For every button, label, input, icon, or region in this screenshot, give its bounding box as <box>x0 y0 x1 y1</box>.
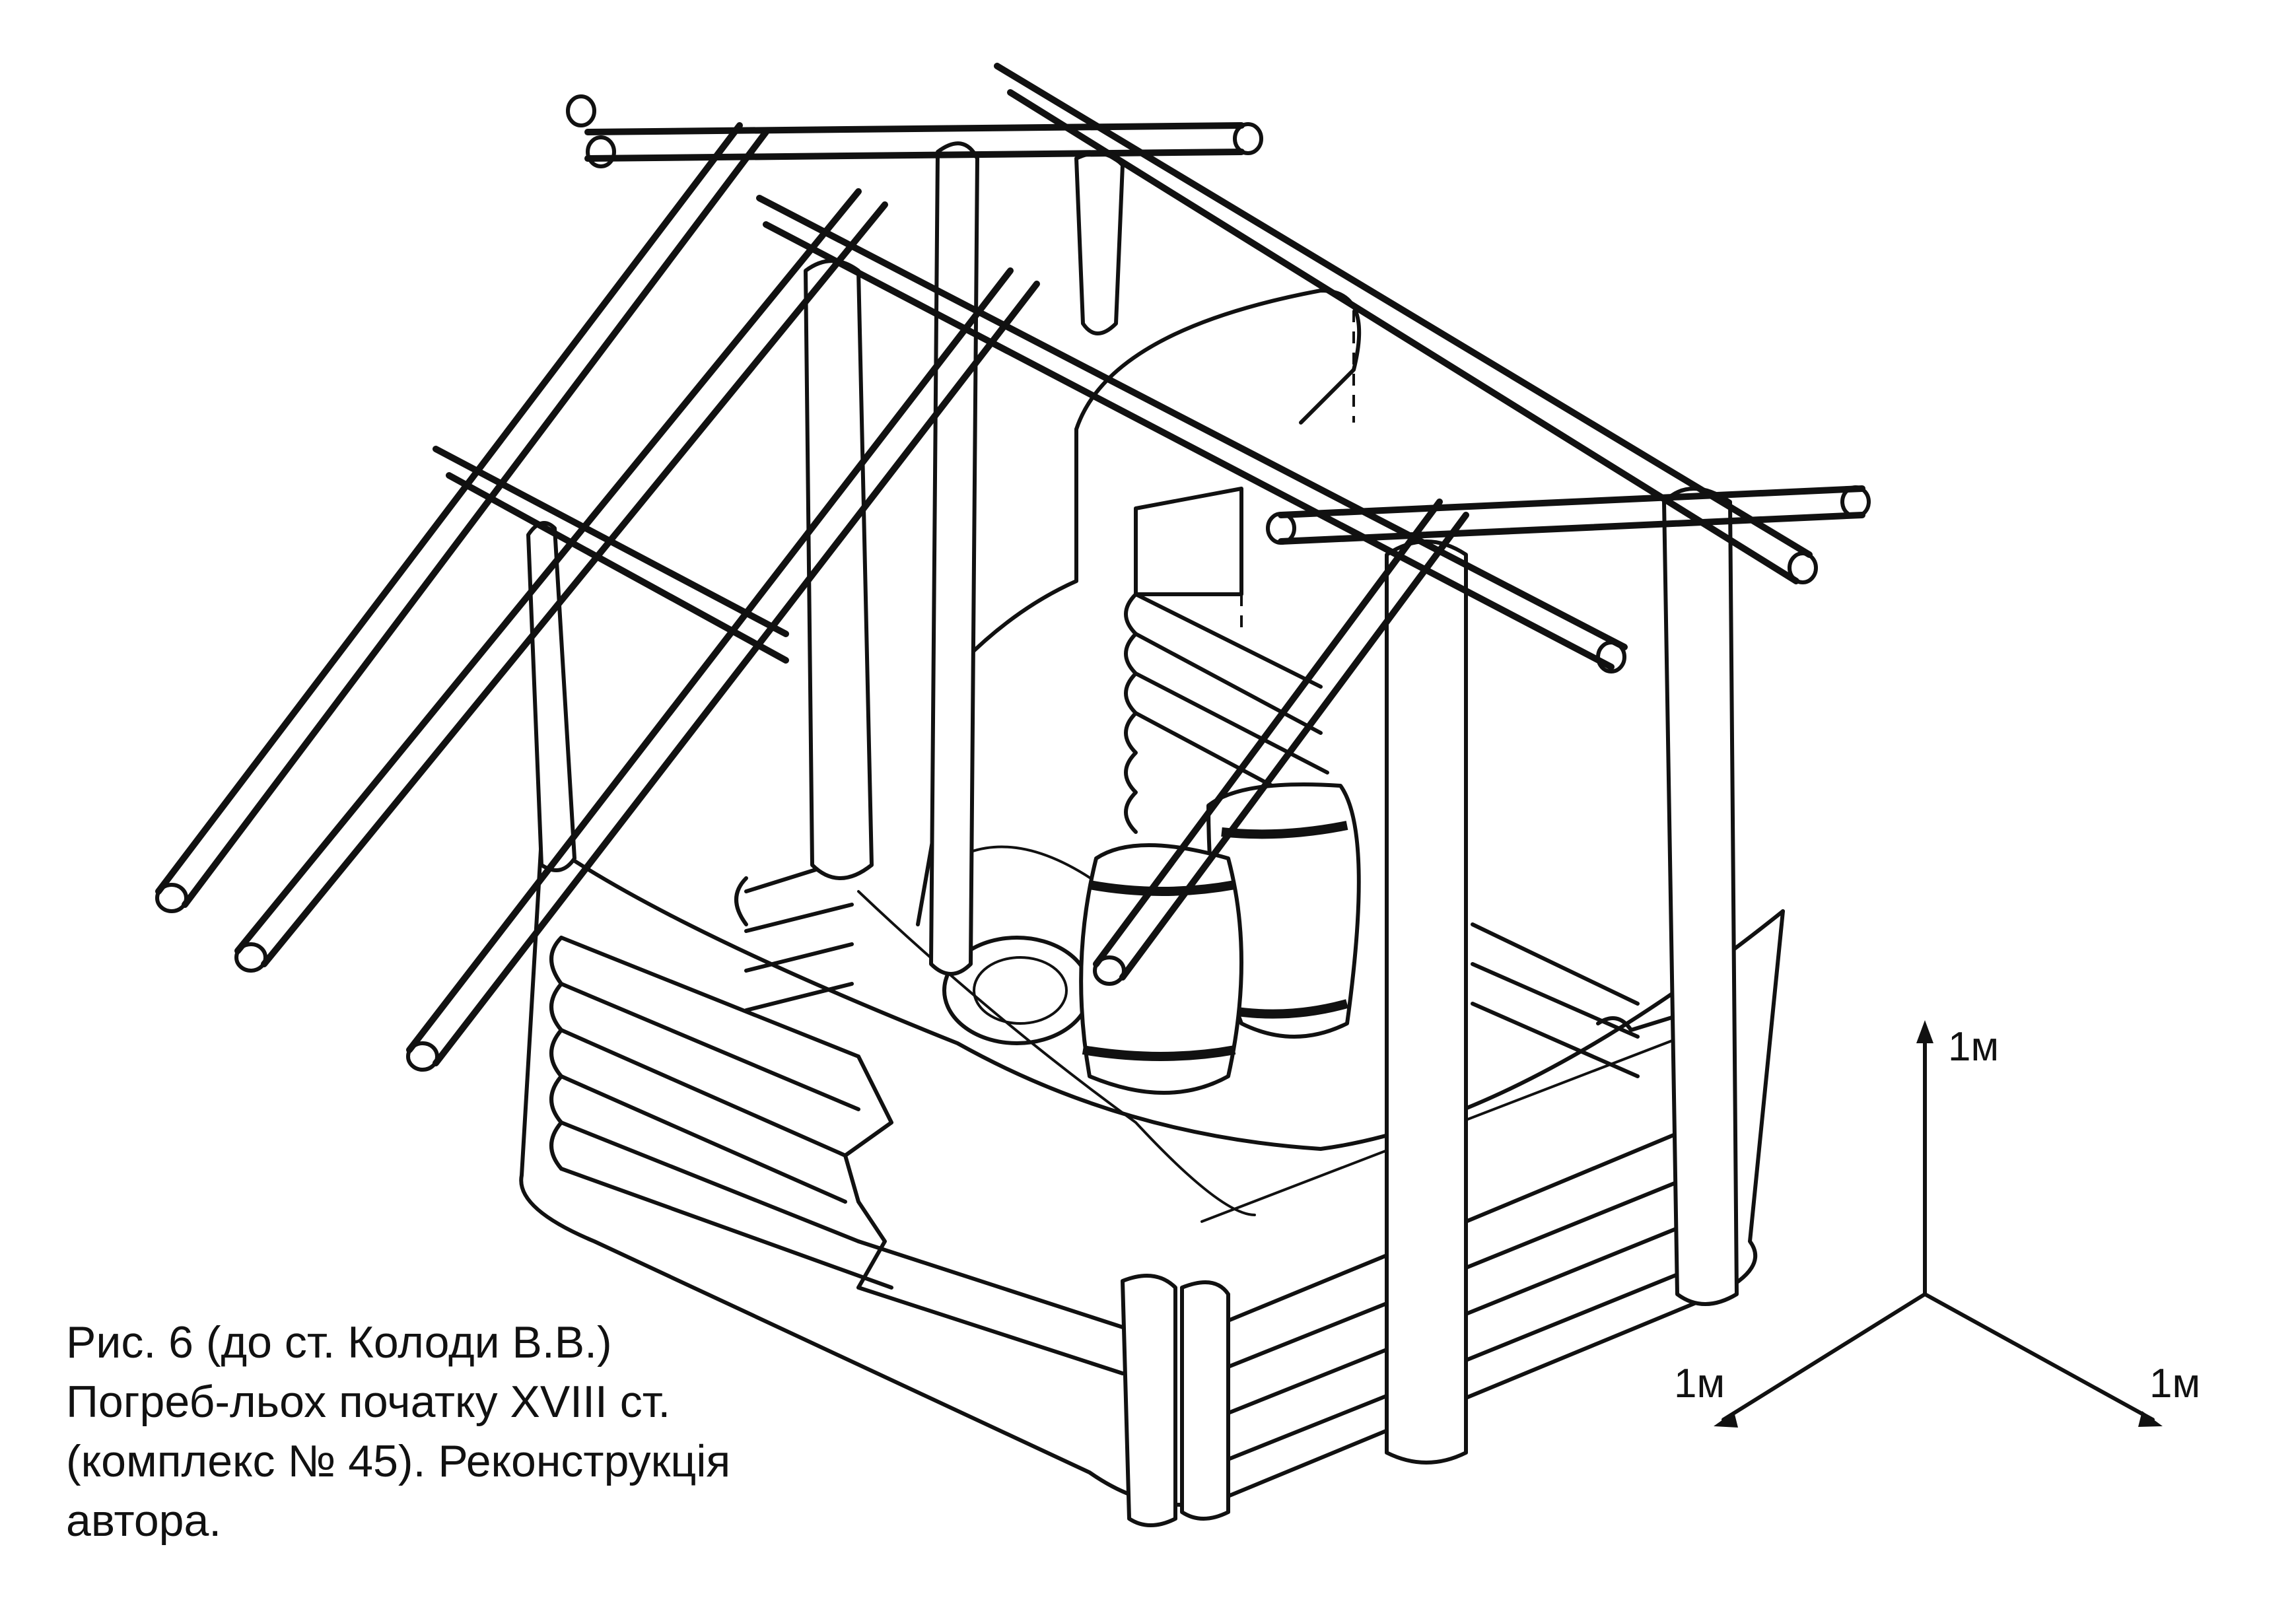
arrow-left-icon <box>1714 1412 1738 1428</box>
rafters <box>155 122 1469 1072</box>
right-log-wall <box>1464 922 1719 1362</box>
front-logs <box>1226 1226 1461 1461</box>
scale-label-left: 1м <box>1674 1361 1725 1406</box>
back-left-logs <box>734 856 854 1012</box>
caption-line-1: Рис. 6 (до ст. Колоди В.В.) <box>66 1317 612 1367</box>
left-log-wall <box>549 936 1125 1375</box>
caption-line-4: автора. <box>66 1496 222 1546</box>
steps <box>1124 592 1336 834</box>
arrow-right-icon <box>2138 1411 2163 1427</box>
scale-label-right: 1м <box>2149 1361 2201 1406</box>
caption-line-3: (комплекс № 45). Реконструкція <box>66 1436 731 1486</box>
scale-axes <box>1714 1020 2163 1428</box>
corner-posts <box>526 141 1739 1527</box>
figure-caption: Рис. 6 (до ст. Колоди В.В.) Погреб-льох … <box>66 1313 730 1550</box>
barrels <box>1079 782 1361 1095</box>
arrow-up-icon <box>1916 1020 1933 1043</box>
ridge-poles <box>433 63 1871 673</box>
scale-label-vertical: 1м <box>1948 1024 2000 1070</box>
caption-line-2: Погреб-льох початку XVIII ст. <box>66 1377 671 1427</box>
